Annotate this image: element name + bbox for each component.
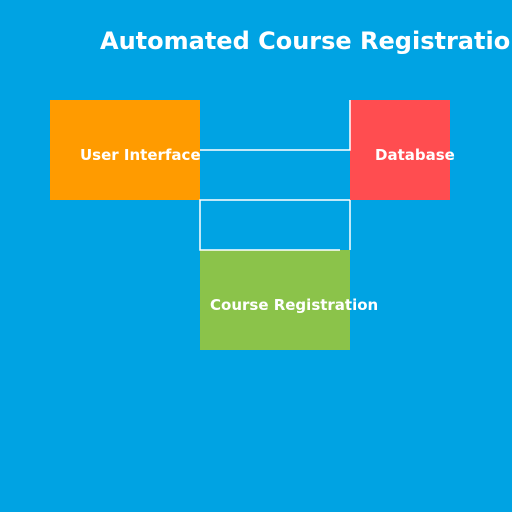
database-box (350, 100, 450, 200)
user-interface-box (50, 100, 200, 200)
diagram-title: Automated Course Registration (100, 27, 512, 55)
connector-ui-db (200, 100, 351, 151)
user-interface-label: User Interface (80, 146, 201, 164)
course-registration-label: Course Registration (210, 296, 379, 314)
database-label: Database (375, 146, 455, 164)
connector-db-cr (199, 199, 350, 251)
course-registration-box (200, 250, 350, 350)
